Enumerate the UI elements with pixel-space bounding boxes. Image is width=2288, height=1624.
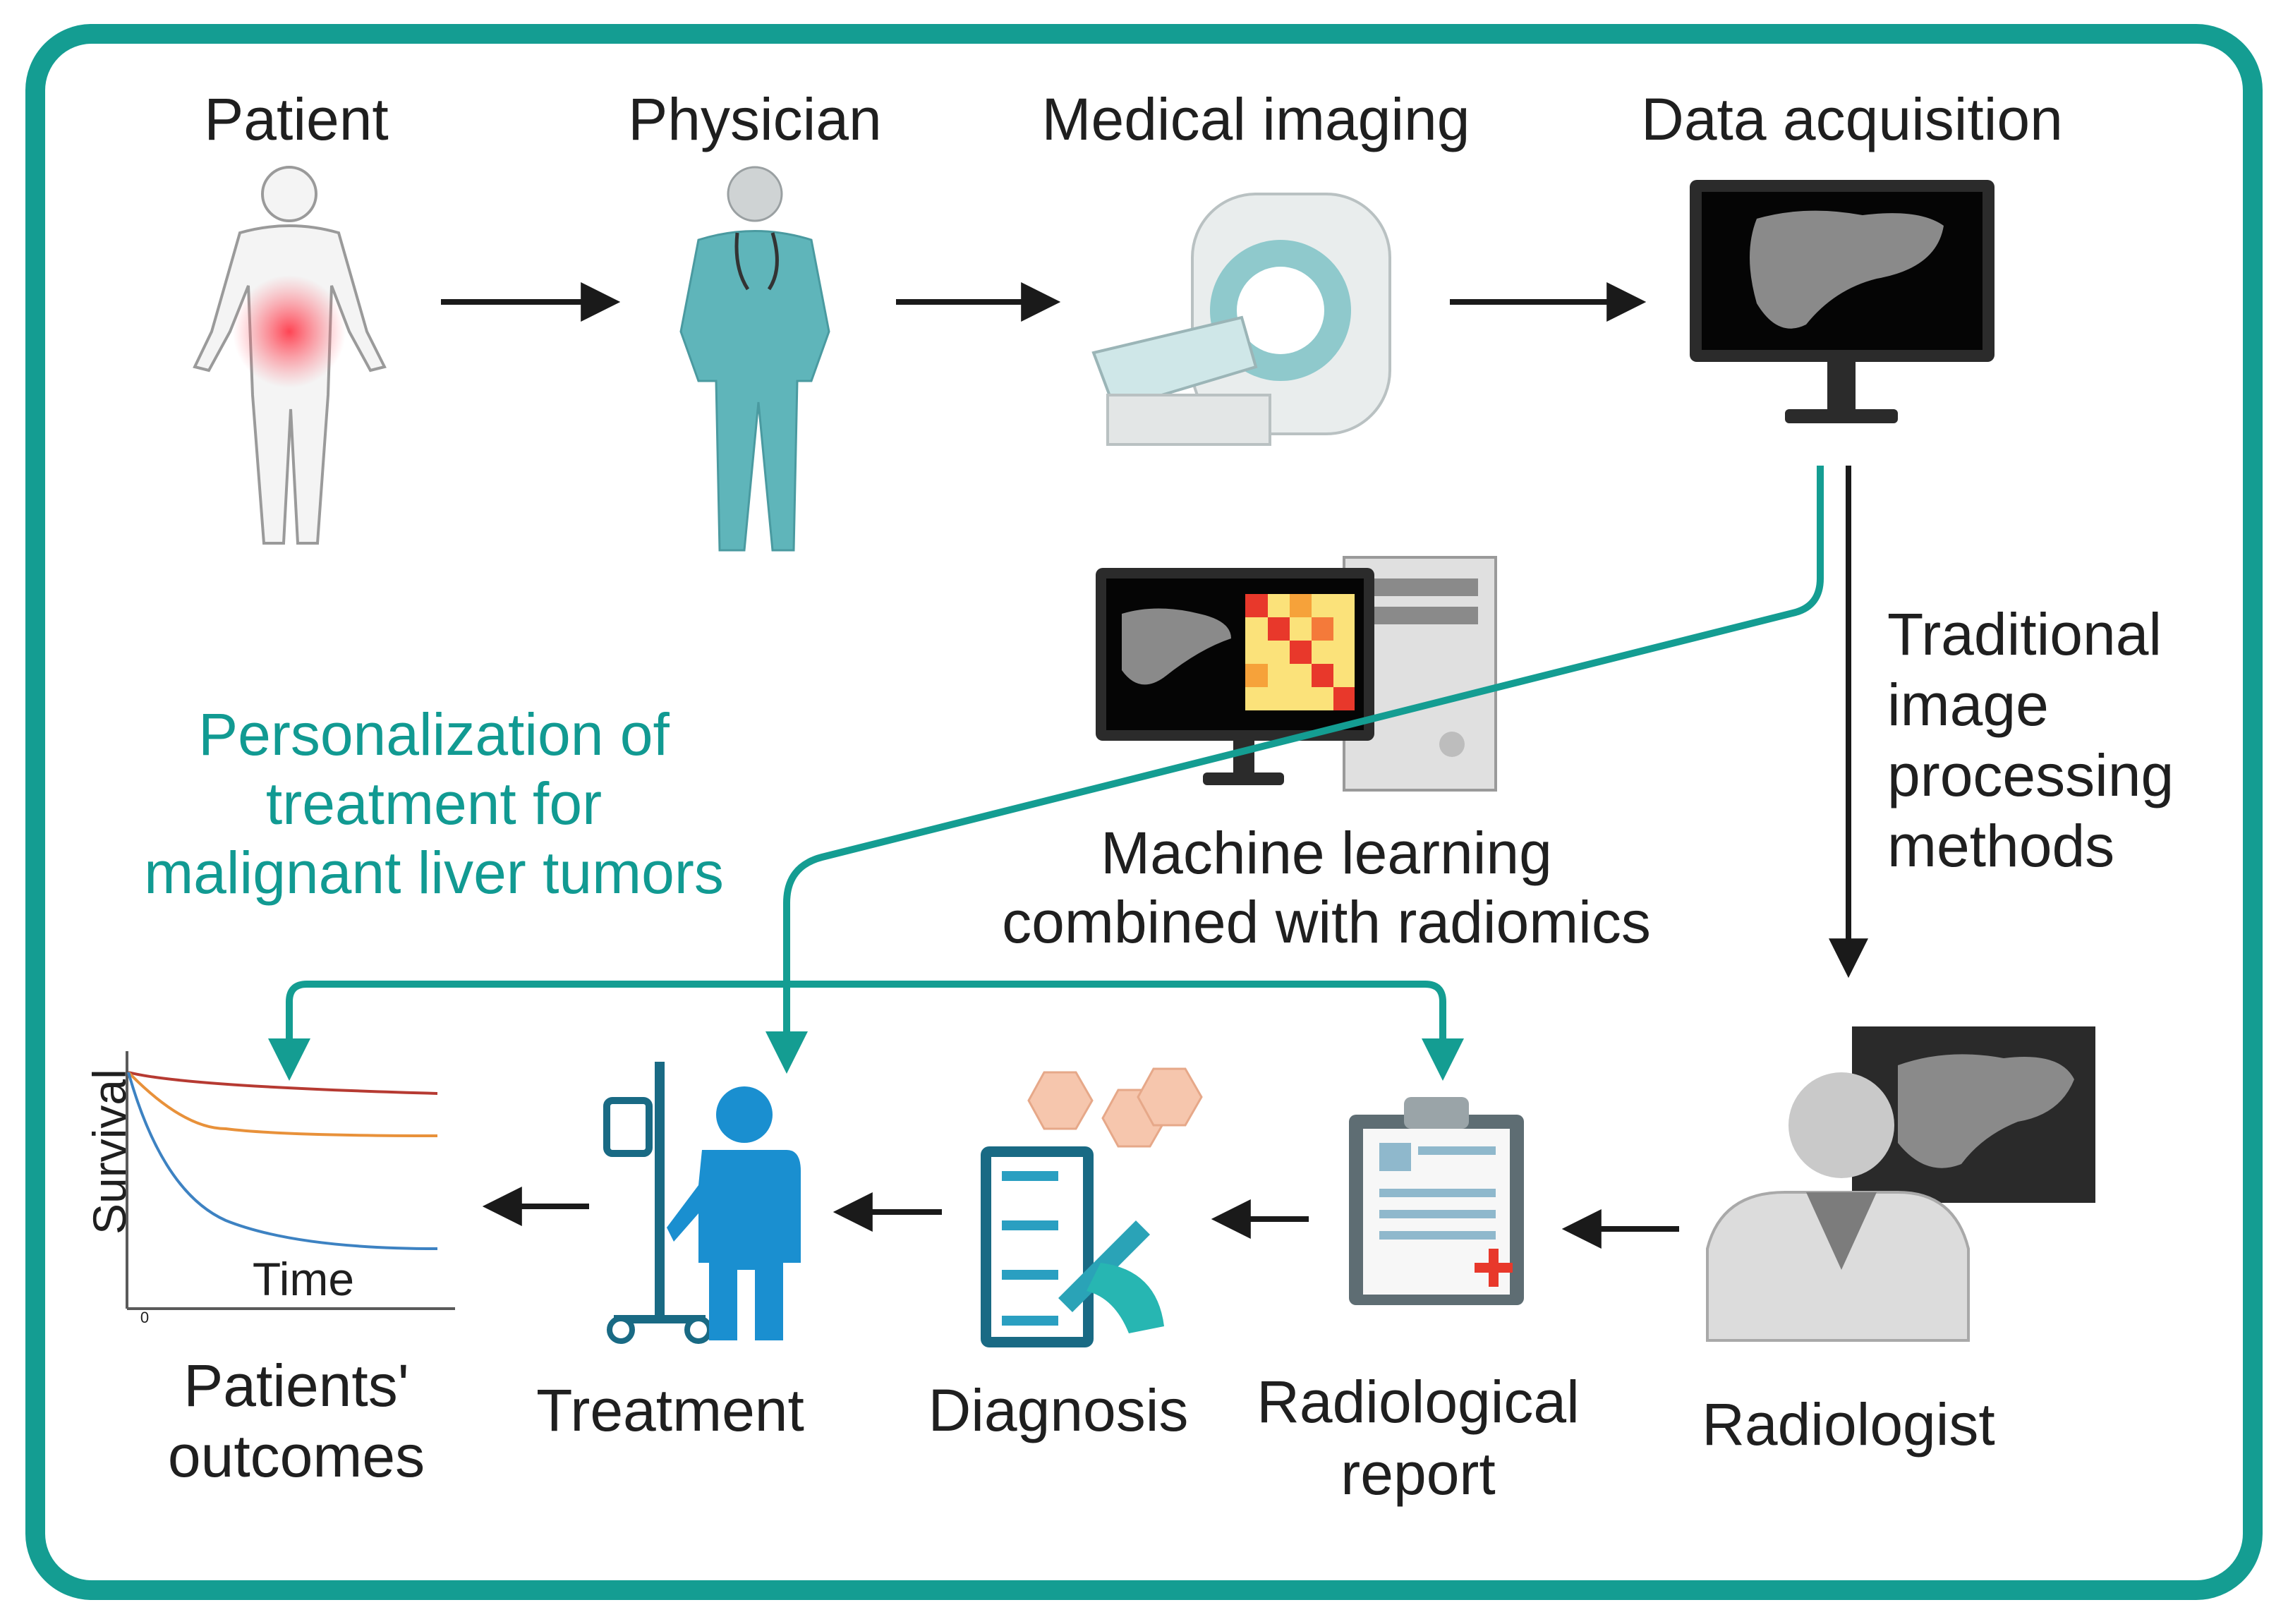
label-traditional-line2: image bbox=[1887, 672, 2049, 738]
survival-xlabel: Time bbox=[252, 1253, 355, 1305]
label-data-acquisition: Data acquisition bbox=[1641, 86, 2063, 152]
label-traditional-line3: processing bbox=[1887, 742, 2174, 808]
label-radiological-report-line1: Radiological bbox=[1257, 1369, 1580, 1435]
survival-origin: 0 bbox=[140, 1309, 150, 1326]
heatmap-icon bbox=[1245, 594, 1355, 710]
label-personalization-line1: Personalization of bbox=[198, 701, 670, 768]
label-traditional-line1: Traditional bbox=[1887, 601, 2162, 667]
mri-scanner-icon bbox=[1091, 193, 1391, 446]
patient-treatment-icon bbox=[667, 1086, 801, 1340]
label-diagnosis: Diagnosis bbox=[928, 1377, 1189, 1443]
iv-stand-icon bbox=[603, 1062, 713, 1344]
label-physician: Physician bbox=[628, 86, 882, 152]
label-radiological-report-line2: report bbox=[1340, 1441, 1496, 1507]
label-treatment: Treatment bbox=[536, 1377, 804, 1443]
radiologist-icon bbox=[1706, 1026, 2095, 1342]
label-personalization-line3: malignant liver tumors bbox=[144, 840, 724, 906]
survival-curve-icon bbox=[126, 1051, 455, 1310]
physician-icon bbox=[679, 166, 830, 552]
patient-icon bbox=[193, 166, 387, 545]
personalization-branch-line bbox=[268, 981, 1464, 1081]
label-ml-line1: Machine learning bbox=[1101, 820, 1552, 886]
survival-ylabel: Survival bbox=[83, 1069, 135, 1235]
cells-icon bbox=[1027, 1067, 1203, 1148]
label-patients-outcomes-line2: outcomes bbox=[167, 1423, 425, 1489]
label-personalization-line2: treatment for bbox=[265, 770, 603, 837]
diagnosis-checklist-icon bbox=[981, 1146, 1164, 1347]
label-radiologist: Radiologist bbox=[1702, 1391, 1995, 1458]
ml-path-line bbox=[765, 466, 1824, 1074]
outer-frame bbox=[25, 24, 2263, 1600]
label-patients-outcomes-line1: Patients' bbox=[183, 1352, 409, 1419]
label-medical-imaging: Medical imaging bbox=[1041, 86, 1470, 152]
monitor-liver-icon bbox=[1690, 180, 1995, 423]
label-traditional-line4: methods bbox=[1887, 813, 2115, 879]
label-patient: Patient bbox=[204, 86, 389, 152]
clipboard-report-icon bbox=[1349, 1097, 1524, 1305]
label-ml-line2: combined with radiomics bbox=[1002, 889, 1651, 955]
